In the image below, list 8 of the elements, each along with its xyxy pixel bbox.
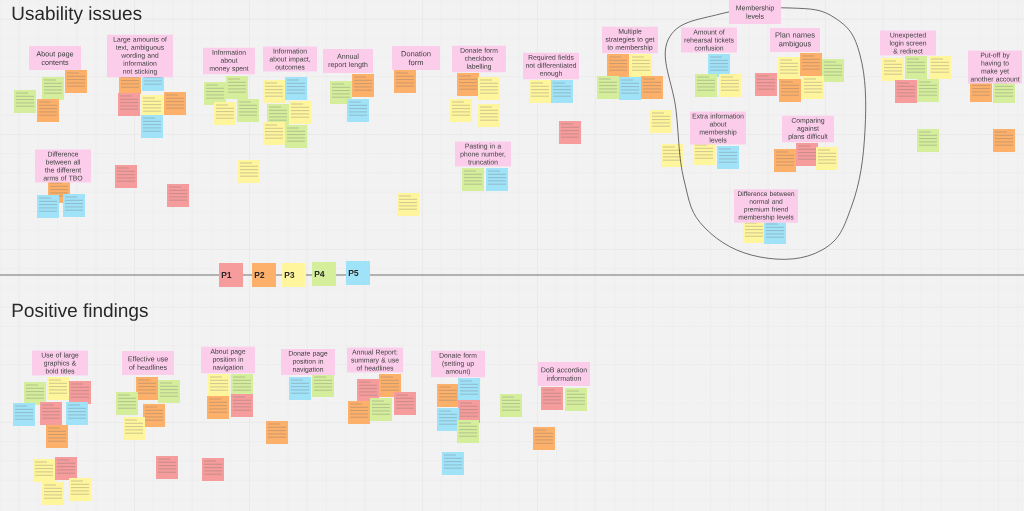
legend-label: P2 bbox=[254, 272, 265, 278]
section-title: Usability issues bbox=[12, 6, 142, 24]
legend-label: P5 bbox=[348, 270, 359, 276]
legend-label: P4 bbox=[314, 271, 325, 277]
legend-label: P1 bbox=[221, 272, 232, 278]
group-outline bbox=[664, 7, 867, 260]
section-title: Positive findings bbox=[12, 303, 148, 321]
legend-label: P3 bbox=[284, 272, 295, 278]
